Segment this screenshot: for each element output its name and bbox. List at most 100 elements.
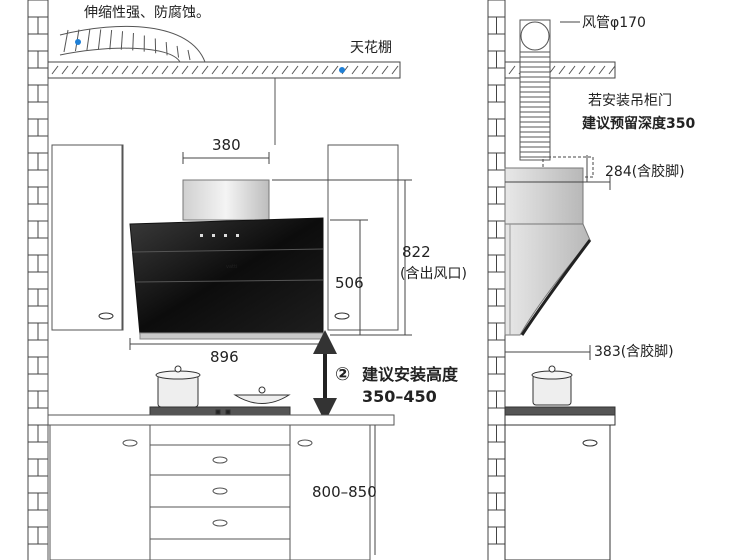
brick [27, 169, 49, 188]
cabinet-door-line1: 若安装吊柜门 [588, 93, 672, 109]
left-brick-wall [27, 0, 49, 560]
dimension-lines-right [504, 175, 611, 360]
brick [487, 135, 506, 154]
brick [487, 373, 506, 392]
brick [37, 390, 49, 409]
brick [496, 152, 506, 171]
total-height-label: 822 [402, 243, 431, 261]
brick [487, 509, 506, 528]
note-bullet-icon [75, 39, 81, 45]
brick [27, 101, 49, 120]
hood-panel-seam [135, 279, 324, 283]
brick [27, 441, 49, 460]
brick [496, 84, 506, 103]
brick [487, 186, 497, 205]
hood-chimney [182, 179, 270, 221]
brick [496, 186, 506, 205]
brick [27, 458, 39, 477]
brick [27, 220, 39, 239]
brick [487, 169, 506, 188]
dimension-lines-left [129, 152, 412, 555]
brick [37, 492, 49, 511]
brick [27, 203, 49, 222]
brick [27, 424, 39, 443]
cabinet-handle-right [334, 312, 350, 320]
brick [487, 118, 497, 137]
hood-bottom-trim [139, 332, 324, 340]
brick [27, 475, 49, 494]
ceiling-slab-left [47, 61, 401, 79]
brick [27, 118, 39, 137]
brick [487, 237, 506, 256]
brick [27, 84, 39, 103]
wok-icon [233, 394, 291, 404]
brick [496, 254, 506, 273]
brick [487, 254, 497, 273]
brick [27, 305, 49, 324]
install-height-value: 350–450 [362, 387, 437, 406]
brick [487, 407, 506, 426]
brick [487, 84, 497, 103]
install-circle-number: ② [335, 364, 350, 385]
hood-brand: vatti [226, 264, 237, 270]
brick [487, 492, 497, 511]
duct-label: 风管φ170 [582, 15, 646, 31]
brick [27, 390, 39, 409]
brick [27, 50, 39, 69]
brick [487, 356, 497, 375]
brick [27, 407, 49, 426]
brick [27, 526, 39, 545]
brick [487, 424, 497, 443]
right-brick-wall [487, 0, 506, 560]
range-hood-side [504, 167, 592, 336]
depth-bottom-label: 383(含胶脚) [594, 343, 674, 360]
cabinet-door-line2: 建议预留深度350 [582, 115, 695, 132]
brick [27, 135, 49, 154]
brick [27, 288, 39, 307]
hood-bottom-width-label: 896 [210, 348, 239, 366]
brick [487, 305, 506, 324]
brick [27, 339, 49, 358]
pot-icon [157, 374, 199, 408]
brick [37, 322, 49, 341]
range-hood-front: vatti [129, 179, 324, 340]
brick [37, 16, 49, 35]
brick [487, 0, 506, 18]
hood-panel-seam [131, 248, 324, 253]
brick [487, 271, 506, 290]
brick [37, 424, 49, 443]
brick [496, 458, 506, 477]
brick [487, 339, 506, 358]
brick [27, 16, 39, 35]
brick [487, 50, 497, 69]
brick [487, 67, 506, 86]
brick [27, 254, 39, 273]
brick [37, 118, 49, 137]
brick [496, 220, 506, 239]
brick [27, 237, 49, 256]
brick [27, 322, 39, 341]
brick [487, 475, 506, 494]
brick [496, 390, 506, 409]
brick [487, 203, 506, 222]
flexible-duct-icon [59, 25, 206, 63]
brick [37, 254, 49, 273]
brick [487, 322, 497, 341]
upper-cabinets [47, 78, 399, 560]
brick [37, 356, 49, 375]
brick [487, 441, 506, 460]
brick [487, 101, 506, 120]
brick [37, 84, 49, 103]
brick [27, 67, 49, 86]
brick [27, 509, 49, 528]
brick [27, 543, 49, 560]
hood-control-buttons [200, 234, 239, 237]
brick [487, 526, 497, 545]
brick [487, 220, 497, 239]
brick [496, 50, 506, 69]
brick [496, 526, 506, 545]
brick [496, 356, 506, 375]
brick [27, 271, 49, 290]
install-height-title: 建议安装高度 [362, 365, 459, 384]
